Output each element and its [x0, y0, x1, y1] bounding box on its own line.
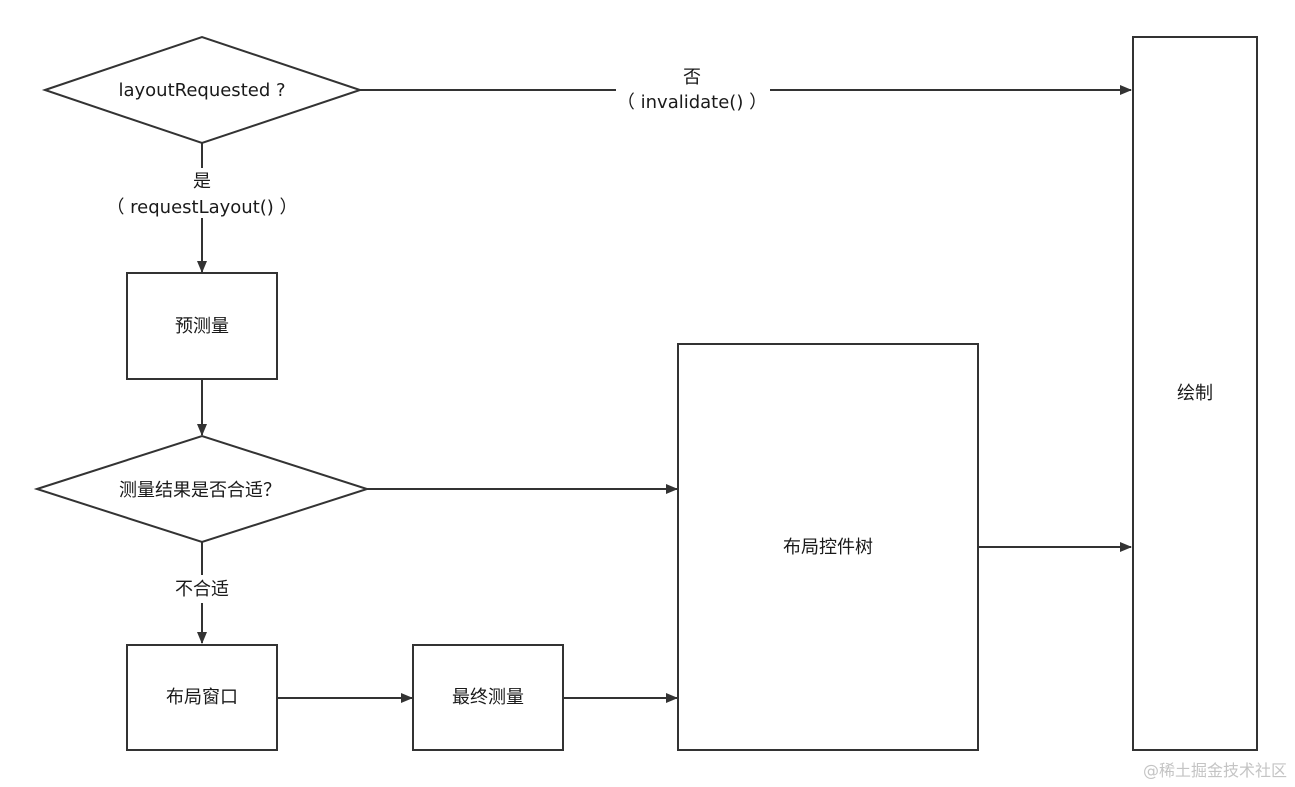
edge-yes-label: 是: [193, 171, 211, 192]
pre-measure-label: 预测量: [175, 316, 229, 337]
edge-yes-sublabel: （ requestLayout() ）: [106, 197, 297, 218]
decision-layout-requested-shape: [41, 35, 364, 145]
final-measure-label: 最终测量: [452, 687, 524, 708]
watermark: @稀土掘金技术社区: [1142, 761, 1287, 780]
layout-window-label: 布局窗口: [166, 687, 238, 708]
draw-label: 绘制: [1177, 383, 1213, 404]
layout-tree-box: [677, 343, 979, 751]
decision-fit-shape: [33, 434, 371, 544]
edge-no-sublabel: （ invalidate() ）: [617, 92, 767, 113]
layout-tree-label: 布局控件树: [783, 537, 873, 558]
edge-no-label: 否: [683, 67, 701, 88]
draw-box: [1132, 36, 1258, 751]
pre-measure-box: [126, 272, 278, 380]
edge-unfit-label: 不合适: [175, 579, 229, 600]
decision-layout-requested-label: layoutRequested ?: [118, 80, 285, 101]
decision-fit-label: 测量结果是否合适？: [119, 480, 281, 501]
final-measure-box: [412, 644, 564, 751]
layout-window-box: [126, 644, 278, 751]
